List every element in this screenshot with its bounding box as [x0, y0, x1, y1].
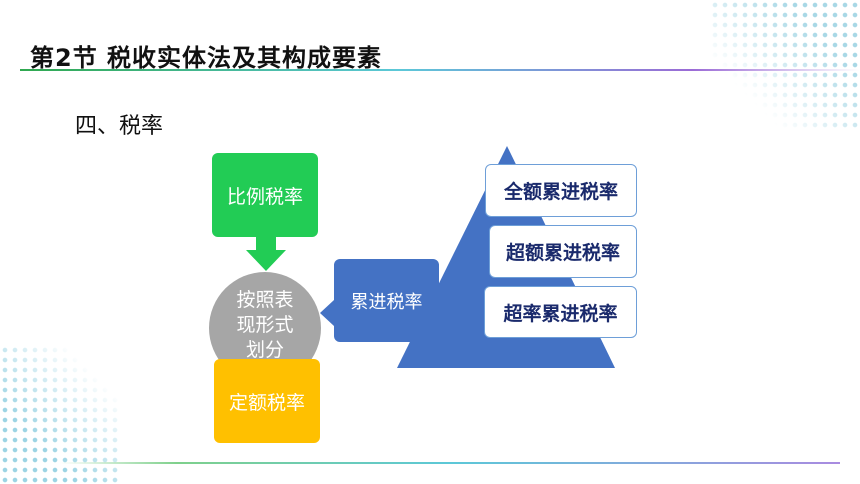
progressive-rate-box: 累进税率	[334, 259, 439, 342]
title-underline	[20, 69, 860, 71]
proportional-rate-box: 比例税率	[212, 153, 318, 237]
excess-progressive-rate-label: 超额累进税率	[489, 225, 637, 278]
page-title: 第2节 税收实体法及其构成要素	[30, 44, 383, 72]
arrow-down-icon	[246, 237, 286, 271]
arrow-left-icon	[320, 300, 334, 326]
section-subtitle: 四、税率	[75, 114, 164, 139]
fixed-rate-box: 定额税率	[214, 359, 320, 443]
excess-ratio-progressive-rate-label: 超率累进税率	[484, 286, 637, 338]
decorative-dots-bottom-left	[0, 345, 120, 484]
classification-line-3: 划分	[245, 339, 284, 361]
classification-line-1: 按照表	[236, 289, 294, 311]
footer-line	[60, 462, 840, 464]
classification-label: 按照表 现形式 划分	[209, 288, 321, 363]
classification-line-2: 现形式	[236, 314, 294, 336]
decorative-dots-top-right	[710, 0, 860, 130]
full-progressive-rate-label: 全额累进税率	[485, 164, 637, 217]
